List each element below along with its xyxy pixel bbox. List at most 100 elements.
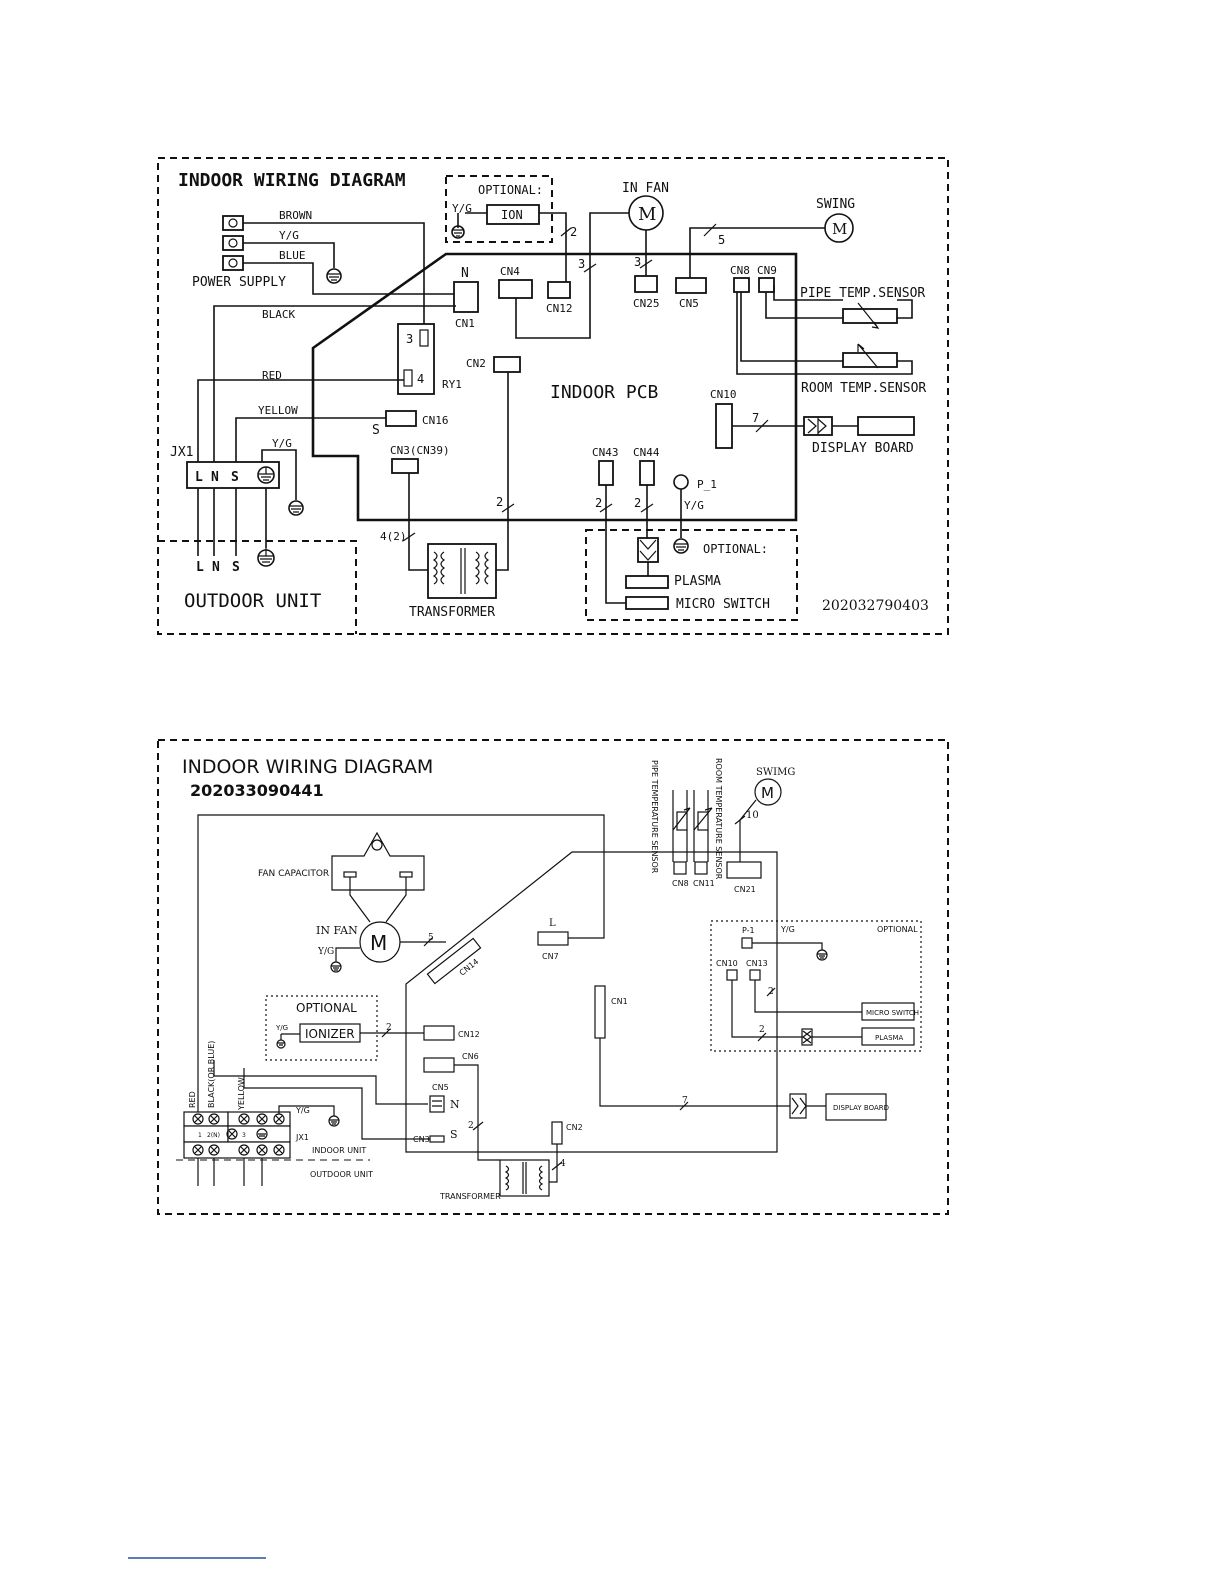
plasma-component: [861, 1027, 915, 1046]
ionizer-label: IONIZER: [305, 1027, 355, 1041]
wire-red-label: RED: [188, 1091, 197, 1108]
transformer-label: TRANSFORMER: [439, 1192, 501, 1201]
svg-text:CN7: CN7: [542, 952, 559, 961]
diagram-2-frame: [157, 739, 949, 1215]
outdoor-unit-box: [158, 540, 357, 634]
transformer: [499, 1159, 550, 1197]
pipe-temp-sensor-label: PIPE TEMP.SENSOR: [800, 286, 925, 301]
connector-cn3: [391, 458, 419, 474]
svg-text:2: 2: [496, 495, 503, 509]
terminal-block-jx1: [183, 1111, 291, 1159]
connector-cn2: [551, 1121, 563, 1145]
connector-cn10: [726, 969, 738, 981]
swing-label: SWIMG: [756, 767, 795, 778]
svg-text:M: M: [761, 784, 774, 802]
svg-text:5: 5: [718, 233, 725, 247]
diagram-1-title: INDOOR WIRING DIAGRAM: [178, 170, 406, 191]
svg-text:7: 7: [682, 1096, 688, 1106]
in-fan-label: IN FAN: [316, 924, 358, 937]
power-supply-terminals: [222, 215, 244, 271]
svg-text:CN9: CN9: [757, 264, 777, 277]
svg-text:M: M: [370, 931, 387, 955]
svg-text:CN4: CN4: [500, 265, 520, 278]
optional-ion-label: OPTIONAL:: [478, 183, 543, 197]
connector-cn12: [423, 1025, 455, 1041]
room-temperature-sensor: [697, 811, 709, 831]
connector-cn43: [598, 460, 614, 486]
connector-cn16: [385, 410, 417, 427]
diagram-2-code: 202033090441: [190, 781, 324, 800]
svg-text:L: L: [195, 470, 203, 485]
ground-icon: [330, 961, 342, 973]
wire-red-label: RED: [262, 369, 282, 382]
plasma-component: [625, 575, 669, 589]
connector-cn6: [423, 1057, 455, 1073]
display-board: [825, 1093, 887, 1121]
ion-yg-label: Y/G: [452, 202, 472, 215]
connector-cn5: [429, 1095, 445, 1113]
connector-cn3: [429, 1135, 445, 1143]
ground-icon: [816, 949, 828, 961]
diagram-2-title: INDOOR WIRING DIAGRAM: [182, 756, 433, 778]
svg-text:2: 2: [759, 1025, 765, 1035]
swing-motor-icon: M: [754, 778, 782, 806]
svg-text:1: 1: [198, 1132, 202, 1139]
svg-text:S: S: [231, 470, 239, 485]
jx1-label: JX1: [170, 445, 193, 460]
diagram-1: INDOOR WIRING DIAGRAM OPTIONAL: Y/G ION …: [157, 157, 949, 635]
svg-text:N: N: [450, 1098, 460, 1111]
plasma-label: PLASMA: [875, 1034, 904, 1042]
svg-text:3: 3: [406, 332, 413, 346]
svg-text:CN10: CN10: [716, 959, 738, 968]
svg-text:3: 3: [634, 255, 641, 269]
svg-text:4: 4: [560, 1159, 566, 1169]
swing-motor-icon: M: [824, 213, 854, 243]
micro-switch-label: MICRO SWITCH: [866, 1009, 919, 1017]
ground-icon: [276, 1039, 286, 1049]
display-connector-icon: [789, 1093, 807, 1119]
indoor-pcb-outline: [311, 252, 798, 522]
svg-text:CN12: CN12: [546, 302, 573, 315]
wire-black-label: BLACK: [262, 308, 295, 321]
svg-text:CN6: CN6: [462, 1052, 479, 1061]
display-board: [857, 416, 915, 436]
connector-cn21: [726, 861, 762, 879]
connector-cn1: [594, 985, 606, 1039]
svg-text:L: L: [549, 918, 556, 929]
svg-text:N: N: [212, 560, 220, 575]
connector-cn44: [639, 460, 655, 486]
ground-icon: [328, 1115, 340, 1127]
svg-text:CN43: CN43: [592, 446, 619, 459]
display-board-label: DISPLAY BOARD: [812, 441, 914, 456]
svg-text:N: N: [211, 470, 219, 485]
optional-right-box: [710, 920, 922, 1052]
svg-text:CN8: CN8: [730, 264, 750, 277]
micro-switch-label: MICRO SWITCH: [676, 597, 770, 612]
optional-bottom-box: [585, 529, 798, 621]
svg-text:Y/G: Y/G: [317, 947, 334, 957]
wire-black-blue-label: BLACK(OR BLUE): [207, 1041, 216, 1108]
svg-text:CN16: CN16: [422, 414, 449, 427]
connector-cn11: [694, 861, 708, 875]
svg-text:CN2: CN2: [466, 357, 486, 370]
svg-text:CN1: CN1: [611, 997, 628, 1006]
optional-right-label: OPTIONAL: [877, 925, 918, 934]
pipe-temperature-sensor: [676, 811, 688, 831]
connector-cn12: [547, 281, 571, 299]
transformer: [427, 543, 497, 599]
connector-cn13: [749, 969, 761, 981]
svg-text:RY1: RY1: [442, 378, 462, 391]
connector-cn25: [634, 275, 658, 293]
svg-text:4(2): 4(2): [380, 530, 407, 543]
wire-yg-label: Y/G: [279, 229, 299, 242]
p1-terminal: [741, 937, 753, 949]
wire-yellow-label: YELLOW: [258, 404, 298, 417]
svg-text:3: 3: [242, 1132, 246, 1139]
svg-text:2: 2: [570, 225, 577, 239]
optional-ion-box: [445, 175, 553, 243]
room-temp-sensor-label: ROOM TEMP.SENSOR: [801, 381, 926, 396]
svg-text:CN1: CN1: [455, 317, 475, 330]
diagram-1-frame: [157, 157, 949, 635]
svg-text:2: 2: [386, 1023, 392, 1033]
ground-icon: [673, 538, 689, 554]
